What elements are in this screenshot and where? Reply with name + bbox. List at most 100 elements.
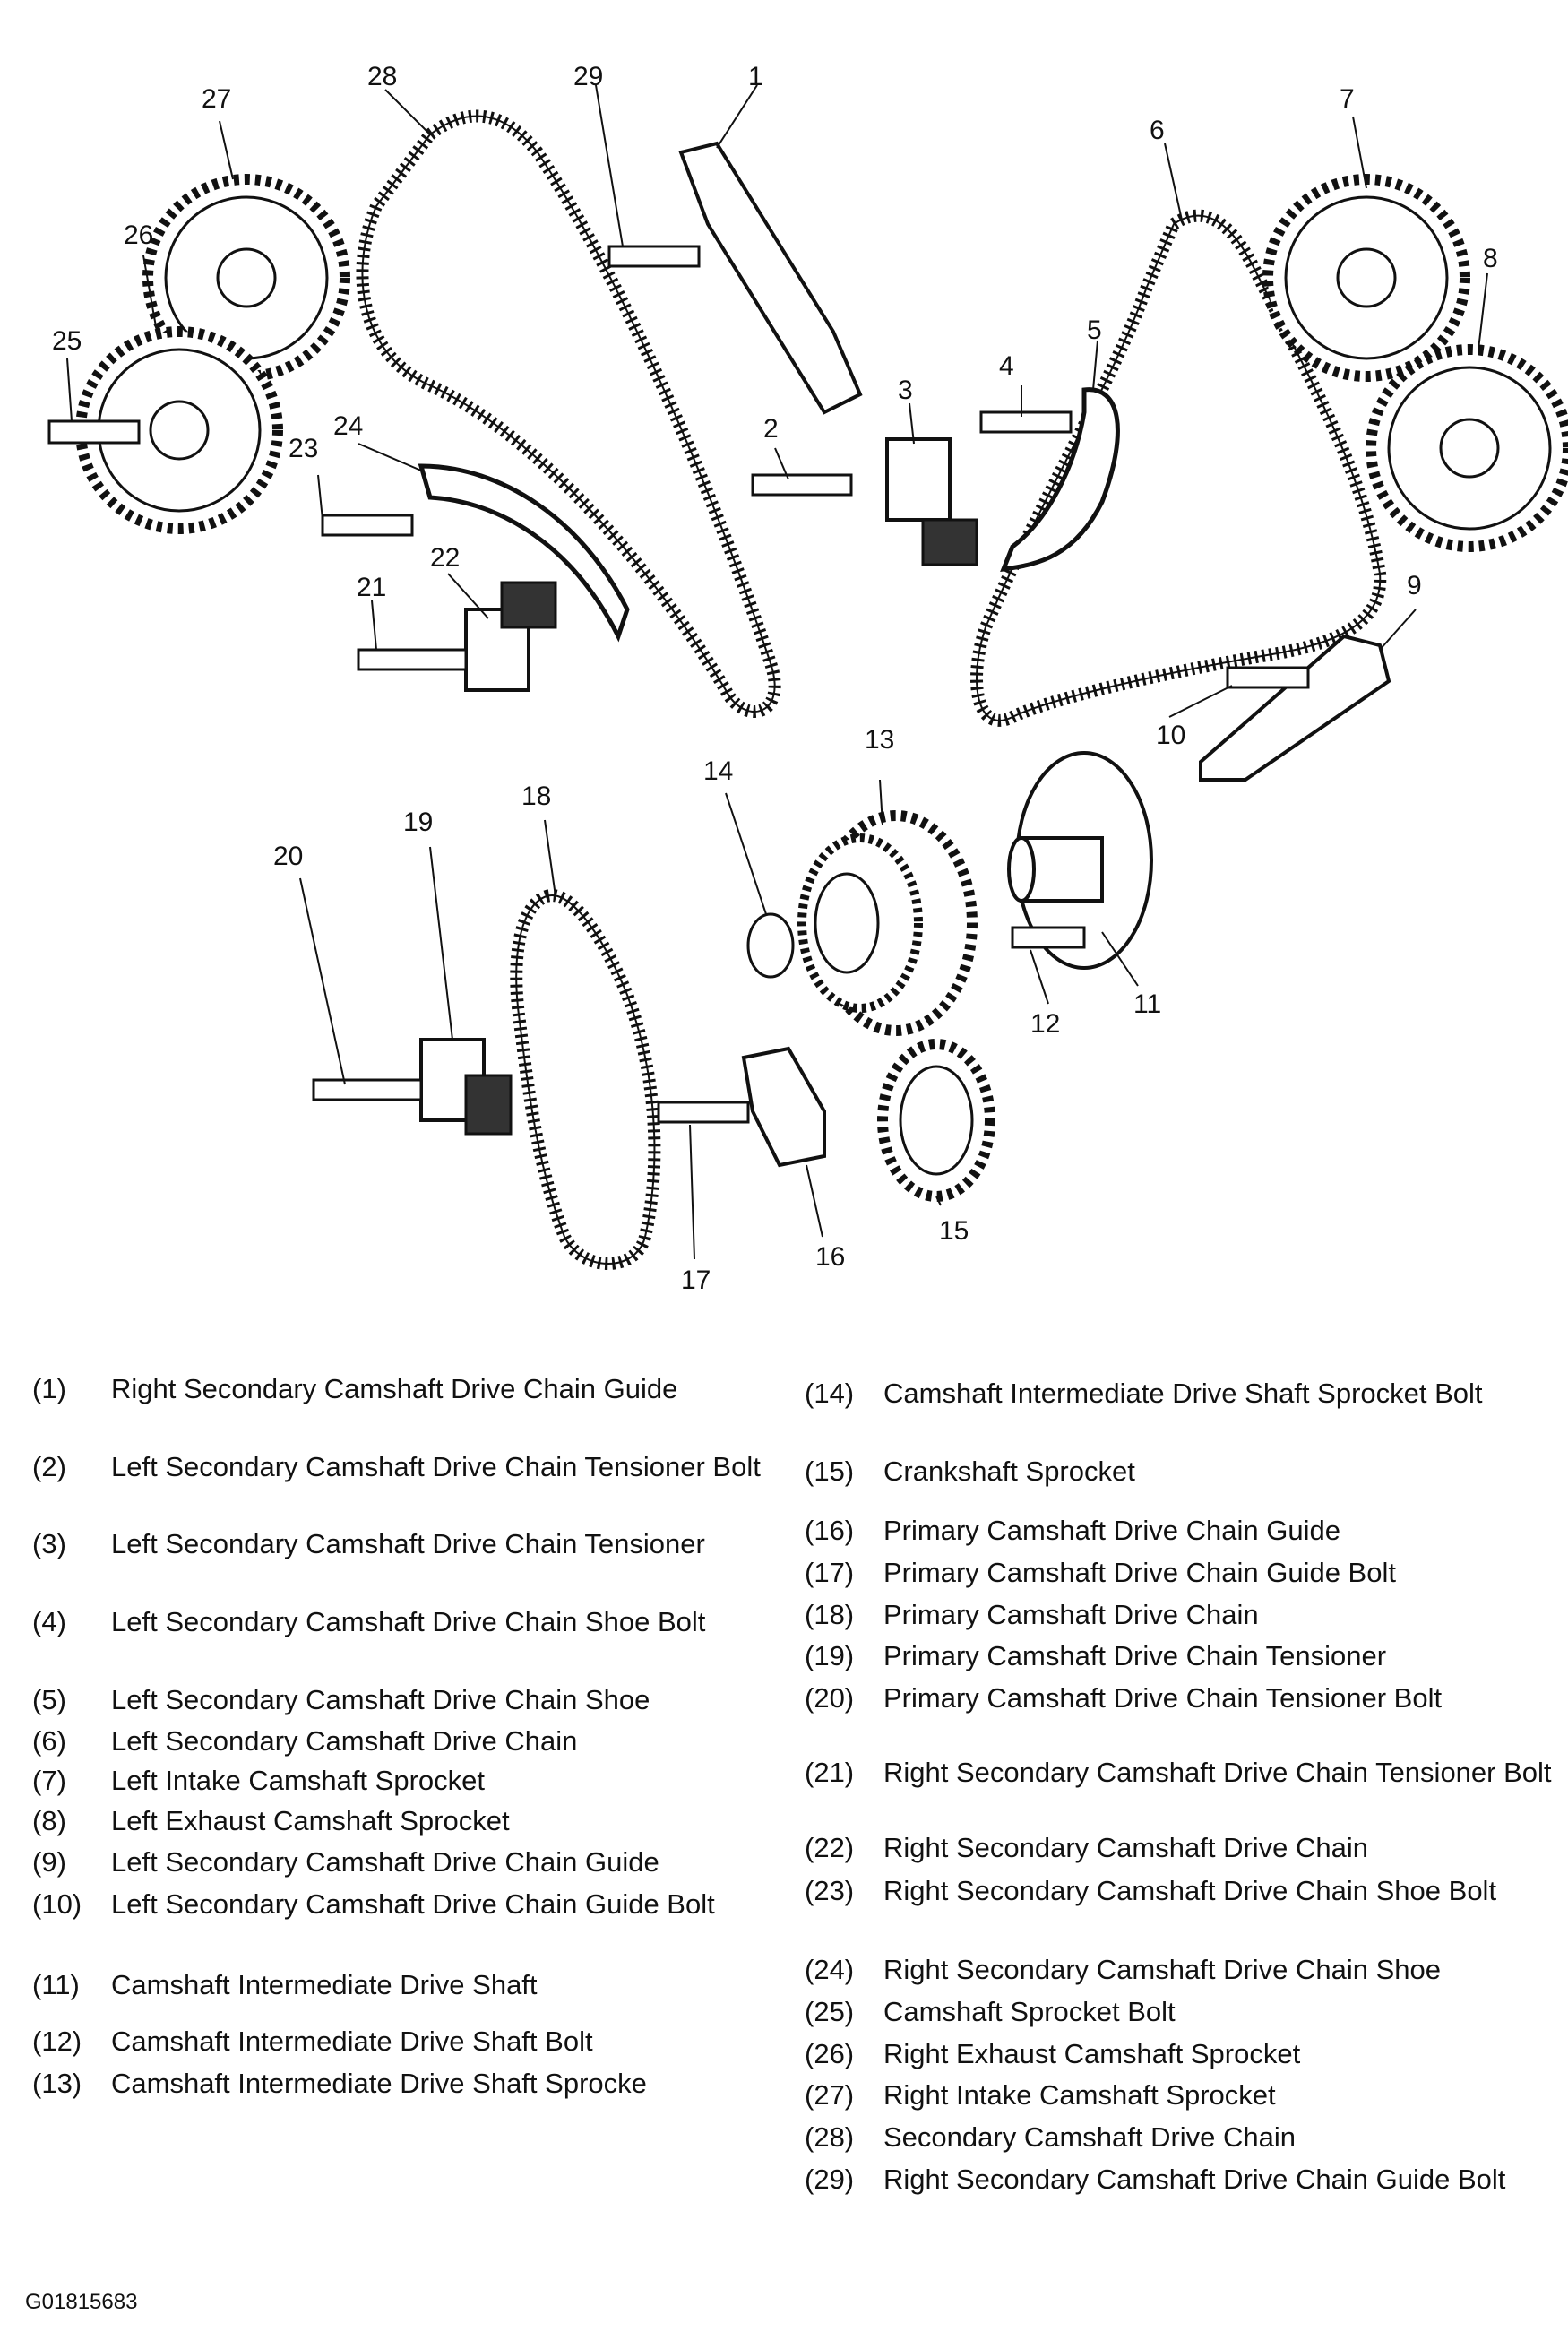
right-chain-shoe: [418, 463, 630, 643]
right-intake-sprocket: [142, 174, 350, 382]
callout-19: 19: [403, 808, 433, 837]
primary-chain-outline: [515, 894, 656, 1265]
right-tensioner: [464, 581, 557, 692]
callout-6: 6: [1150, 116, 1165, 145]
figure-id: G01815683: [25, 2290, 138, 2314]
callout-27: 27: [202, 84, 231, 114]
legend-text: Right Intake Camshaft Sprocket: [883, 2079, 1276, 2111]
legend-number: (13): [32, 2068, 82, 2099]
callout-26: 26: [124, 220, 153, 250]
legend-text: Left Secondary Camshaft Drive Chain: [111, 1725, 578, 1757]
legend-text: Camshaft Intermediate Drive Shaft Sprock…: [111, 2068, 647, 2099]
legend-number: (19): [805, 1640, 855, 1671]
callout-24: 24: [333, 411, 363, 441]
legend-number: (10): [32, 1888, 82, 1920]
legend-text: Left Secondary Camshaft Drive Chain Shoe: [111, 1684, 650, 1715]
callout-28: 28: [367, 62, 397, 91]
legend-number: (29): [805, 2164, 855, 2195]
legend-number: (24): [805, 1954, 855, 1985]
callout-13: 13: [865, 725, 894, 755]
legend-number: (9): [32, 1846, 66, 1878]
legend-text: Right Secondary Camshaft Drive Chain Ten…: [883, 1757, 1552, 1788]
callout-14: 14: [703, 756, 733, 786]
legend-text: Camshaft Sprocket Bolt: [883, 1996, 1176, 2027]
legend-text: Right Secondary Camshaft Drive Chain Gui…: [883, 2164, 1506, 2195]
callout-2: 2: [763, 414, 779, 444]
callout-9: 9: [1407, 571, 1422, 600]
callout-16: 16: [815, 1242, 845, 1272]
legend-text: Secondary Camshaft Drive Chain: [883, 2121, 1297, 2153]
legend-number: (14): [805, 1378, 855, 1409]
legend-text: Right Secondary Camshaft Drive Chain Gui…: [111, 1373, 678, 1404]
legend-text: Primary Camshaft Drive Chain Tensioner: [883, 1640, 1387, 1671]
legend-text: Right Exhaust Camshaft Sprocket: [883, 2038, 1301, 2069]
legend-number: (18): [805, 1599, 855, 1630]
legend-number: (4): [32, 1606, 66, 1637]
leader-lines: [66, 84, 1488, 1260]
callout-8: 8: [1483, 244, 1498, 273]
callout-4: 4: [999, 351, 1014, 381]
legend-number: (17): [805, 1557, 855, 1588]
legend-text: Left Exhaust Camshaft Sprocket: [111, 1805, 510, 1836]
legend-number: (21): [805, 1757, 855, 1788]
legend-text: Left Secondary Camshaft Drive Chain Tens…: [111, 1528, 705, 1559]
legend-text: Camshaft Intermediate Drive Shaft Sprock…: [883, 1378, 1483, 1409]
bolts: [47, 245, 1310, 1124]
legend-number: (28): [805, 2121, 855, 2153]
callout-11: 11: [1133, 989, 1161, 1019]
callout-23: 23: [289, 434, 318, 463]
legend-text: Primary Camshaft Drive Chain Guide: [883, 1515, 1340, 1546]
left-chain-shoe: [1000, 387, 1120, 573]
callout-7: 7: [1340, 84, 1355, 114]
legend-number: (2): [32, 1451, 66, 1482]
legend-number: (27): [805, 2079, 855, 2111]
callout-10: 10: [1156, 721, 1185, 750]
legend-text: Primary Camshaft Drive Chain: [883, 1599, 1259, 1630]
legend-text: Camshaft Intermediate Drive Shaft: [111, 1969, 538, 2000]
left-chain-guide: [1199, 634, 1391, 782]
legend-number: (8): [32, 1805, 66, 1836]
callout-12: 12: [1030, 1009, 1060, 1039]
right-exhaust-sprocket: [75, 326, 283, 534]
callout-18: 18: [521, 782, 551, 811]
callout-17: 17: [681, 1265, 711, 1295]
intermediate-shaft-sprocket: [797, 810, 978, 1036]
callout-1: 1: [748, 62, 763, 91]
legend-number: (16): [805, 1515, 855, 1546]
intermediate-drive-shaft: [1007, 751, 1153, 970]
callout-21: 21: [357, 573, 386, 602]
callout-29: 29: [573, 62, 603, 91]
primary-chain-guide: [741, 1046, 826, 1168]
legend-number: (5): [32, 1684, 66, 1715]
crankshaft-sprocket: [877, 1039, 995, 1202]
callout-labels: 1 2 3 4 5 6 7 8 9 10 11 12 13 14 15 16 1…: [52, 62, 1498, 1295]
right-chain-guide: [678, 141, 863, 415]
legend-text: Right Secondary Camshaft Drive Chain Sho…: [883, 1954, 1442, 1985]
legend-number: (25): [805, 1996, 855, 2027]
primary-tensioner: [419, 1038, 513, 1136]
callout-3: 3: [898, 376, 913, 405]
left-exhaust-sprocket: [1366, 344, 1568, 552]
legend-text: Left Secondary Camshaft Drive Chain Guid…: [111, 1888, 715, 1920]
legend-text: Right Secondary Camshaft Drive Chain Sho…: [883, 1875, 1497, 1906]
legend-text: Primary Camshaft Drive Chain Tensioner B…: [883, 1682, 1443, 1714]
legend-number: (12): [32, 2025, 82, 2057]
legend-number: (23): [805, 1875, 855, 1906]
legend-number: (7): [32, 1765, 66, 1796]
callout-25: 25: [52, 326, 82, 356]
legend-number: (1): [32, 1373, 66, 1404]
legend-number: (22): [805, 1832, 855, 1863]
callout-5: 5: [1087, 315, 1102, 345]
legend-text: Crankshaft Sprocket: [883, 1455, 1135, 1487]
legend-text: Primary Camshaft Drive Chain Guide Bolt: [883, 1557, 1396, 1588]
legend-number: (11): [32, 1969, 80, 2000]
primary-chain: [510, 889, 661, 1270]
callout-15: 15: [939, 1216, 969, 1246]
callout-20: 20: [273, 842, 303, 871]
legend-text: Camshaft Intermediate Drive Shaft Bolt: [111, 2025, 593, 2057]
legend-number: (3): [32, 1528, 66, 1559]
right-secondary-chain-outline: [361, 115, 776, 713]
legend-text: Left Intake Camshaft Sprocket: [111, 1765, 485, 1796]
legend-text: Left Secondary Camshaft Drive Chain Guid…: [111, 1846, 659, 1878]
left-intake-sprocket: [1262, 174, 1470, 382]
